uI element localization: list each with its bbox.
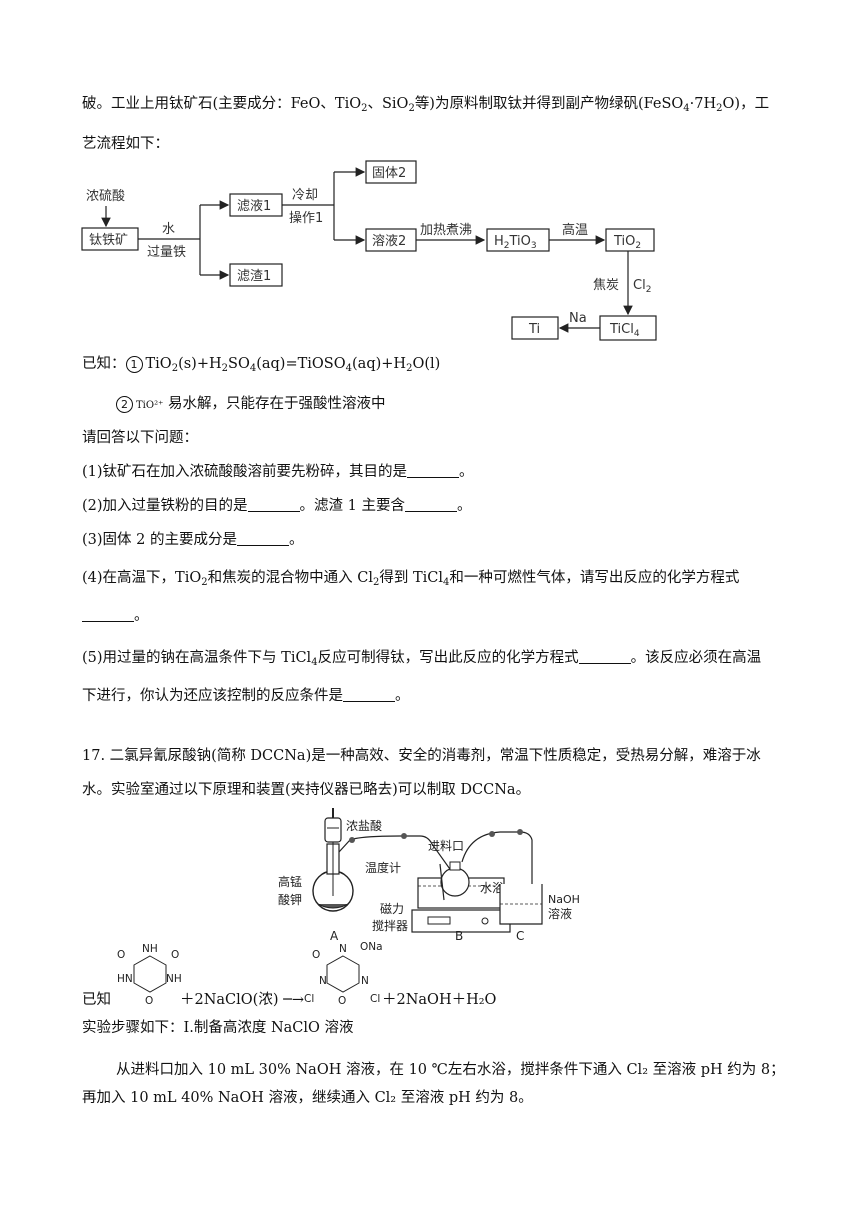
question-5-cont: 下进行，你认为还应该控制的反应条件是。 [82, 687, 410, 704]
answer-blank[interactable] [82, 607, 134, 622]
step-line-1: 从进料口加入 10 mL 30% NaOH 溶液，在 10 ℃左右水浴，搅拌条件… [116, 1062, 785, 1078]
flow-h2tio3-box: H2TiO3 [494, 234, 537, 251]
flow-tio2-box: TiO2 [613, 234, 641, 251]
answer-blank[interactable] [578, 649, 631, 664]
question-2: (2)加入过量铁粉的目的是。滤渣 1 主要含。 [82, 497, 472, 514]
flow-residue1-box: 滤渣1 [237, 269, 271, 284]
label-kmno4-1: 高锰 [278, 874, 302, 889]
label-thermometer: 温度计 [365, 860, 401, 875]
label-B: B [455, 929, 463, 943]
svg-text:Cl: Cl [304, 993, 314, 1005]
label-stirrer-1: 磁力 [380, 901, 404, 916]
flow-solid2-box: 固体2 [372, 166, 406, 181]
steps-title: 实验步骤如下：Ⅰ.制备高浓度 NaClO 溶液 [82, 1020, 354, 1036]
label-conc-hcl: 浓盐酸 [346, 818, 382, 833]
answer-blank[interactable] [407, 463, 460, 478]
flow-iron-label: 过量铁 [147, 245, 186, 260]
answer-blank[interactable] [236, 531, 289, 546]
answer-blank[interactable] [247, 497, 300, 512]
svg-text:O: O [338, 995, 346, 1007]
svg-text:NH: NH [142, 943, 158, 955]
reaction-line: 已知＋2NaClO(浓) ─→＋2NaOH＋H₂O [82, 992, 497, 1008]
svg-text:N: N [361, 975, 369, 987]
label-A: A [330, 929, 339, 943]
flow-ti-box: Ti [528, 322, 540, 337]
flow-ore-box: 钛铁矿 [89, 233, 128, 248]
flow-coke-label: 焦炭 [593, 278, 619, 293]
flow-cool-label: 冷却 [292, 188, 318, 203]
lab-apparatus-diagram: 浓盐酸 高锰 酸钾 进料口 温度计 水浴 磁力 搅拌器 NaOH 溶液 A B … [278, 808, 580, 943]
flow-filtrate1-box: 滤液1 [237, 199, 271, 214]
svg-text:N: N [339, 943, 347, 955]
label-water-bath: 水浴 [480, 881, 504, 895]
svg-text:O: O [312, 949, 320, 961]
flow-acid-label: 浓硫酸 [86, 189, 125, 204]
flow-solution2-box: 溶液2 [372, 234, 406, 249]
flow-ticl4-box: TiCl4 [609, 322, 640, 339]
flow-op1-label: 操作1 [289, 210, 323, 226]
label-inlet: 进料口 [428, 839, 464, 853]
intro-line-1: 破。工业上用钛矿石(主要成分：FeO、TiO2、SiO2等)为原料制取钛并得到副… [82, 96, 770, 114]
q17-line-1: 17. 二氯异氰尿酸钠(简称 DCCNa)是一种高效、安全的消毒剂，常温下性质稳… [82, 748, 761, 764]
svg-text:Cl: Cl [370, 993, 380, 1005]
question-4-blank-line: 。 [82, 604, 782, 628]
flow-na-label: Na [569, 311, 587, 326]
label-stirrer-2: 搅拌器 [372, 918, 408, 933]
process-flow-diagram: 浓硫酸 钛铁矿 水 过量铁 滤液1 滤渣1 冷却 操作1 固体2 溶液2 加热煮… [81, 160, 657, 341]
svg-text:ONa: ONa [360, 941, 383, 953]
answer-blank[interactable] [405, 497, 457, 512]
svg-text:O: O [145, 995, 153, 1007]
svg-text:N: N [319, 975, 327, 987]
question-4: (4)在高温下，TiO2和焦炭的混合物中通入 Cl2得到 TiCl4和一种可燃性… [82, 570, 740, 588]
label-naoh-2: 溶液 [548, 906, 572, 921]
flow-cl2-label: Cl2 [633, 278, 651, 295]
intro-line-2: 艺流程如下： [82, 136, 169, 152]
svg-text:O: O [117, 949, 125, 961]
label-C: C [516, 929, 524, 943]
questions-intro: 请回答以下问题： [82, 430, 198, 446]
label-kmno4-2: 酸钾 [278, 892, 302, 907]
q17-line-2: 水。实验室通过以下原理和装置(夹持仪器已略去)可以制取 DCCNa。 [82, 782, 531, 798]
answer-blank[interactable] [343, 687, 395, 702]
reaction-structures: O NH O HN NH O O N ONa N N O Cl Cl [117, 941, 383, 1007]
question-1: (1)钛矿石在加入浓硫酸酸溶前要先粉碎，其目的是。 [82, 463, 474, 480]
flow-water-label: 水 [162, 222, 175, 237]
svg-text:HN: HN [117, 973, 133, 985]
question-5: (5)用过量的钠在高温条件下与 TiCl4反应可制得钛，写出此反应的化学方程式。… [82, 649, 762, 668]
svg-text:NH: NH [166, 973, 182, 985]
label-naoh-1: NaOH [548, 893, 580, 906]
question-3: (3)固体 2 的主要成分是。 [82, 531, 304, 548]
step-line-2: 再加入 10 mL 40% NaOH 溶液，继续通入 Cl₂ 至溶液 pH 约为… [82, 1090, 533, 1106]
flow-hightemp-label: 高温 [562, 222, 588, 238]
flow-boil-label: 加热煮沸 [420, 223, 472, 238]
svg-text:O: O [171, 949, 179, 961]
